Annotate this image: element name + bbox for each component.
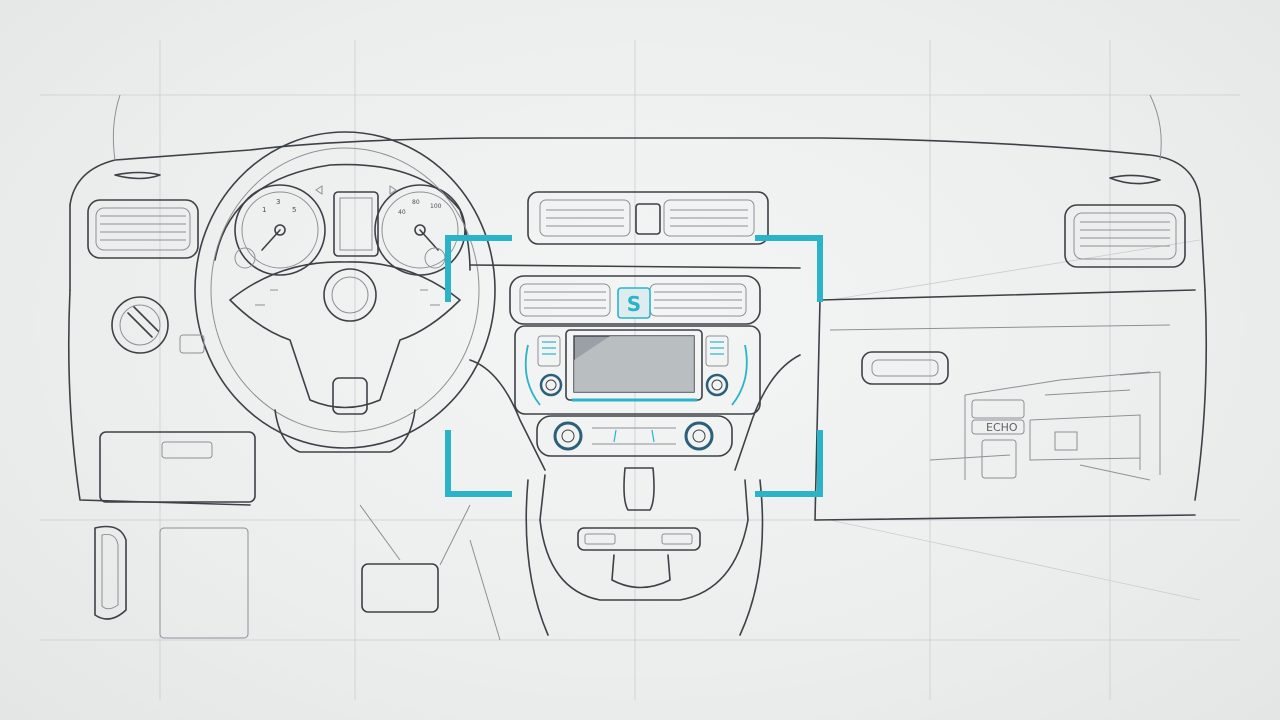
tune-knob [705,373,729,397]
glovebox-handle [861,351,949,385]
mini-dashboard-sketch: ECHO [929,371,1161,481]
focus-highlight-brackets [445,235,823,497]
left-storage-compartment [94,431,256,639]
brand-mark-text: S [627,292,641,316]
bracket-bottom-left [445,430,512,497]
climate-panel [536,415,733,457]
tach-tick-label: 1 [262,206,266,214]
climate-knob-right [684,421,714,451]
speed-tick-label: 40 [398,209,406,216]
bracket-bottom-right [755,430,823,497]
speed-tick-label: 100 [430,203,442,210]
volume-knob [539,373,563,397]
tach-tick-label: 5 [292,206,296,214]
speed-tick-label: 80 [412,199,420,206]
tachometer-gauge [234,184,326,276]
right-air-vent [1064,204,1186,268]
climate-knob-left [553,421,583,451]
center-upper-vents [527,191,769,245]
center-console: S [469,264,801,636]
tach-tick-label: 3 [276,198,280,206]
pedal-area [359,504,501,641]
gear-lever [623,467,655,511]
steering-wheel-icon [194,131,496,453]
cluster-display [333,191,379,257]
bracket-top-left [445,235,512,302]
lower-vents-panel [509,275,761,325]
infotainment-bezel [514,325,761,415]
light-switch-icon [111,296,205,354]
brand-logo-icon: S [617,287,651,319]
bracket-top-right [755,235,823,302]
left-air-vent [87,199,199,259]
sketch-label: ECHO [986,421,1018,434]
dashboard-outline [67,94,1208,521]
